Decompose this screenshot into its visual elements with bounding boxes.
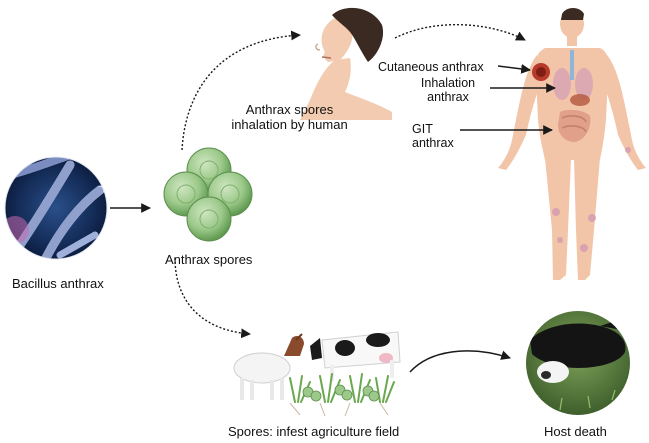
arrow-human-to-body — [394, 24, 526, 41]
flow-arrows — [110, 24, 556, 373]
label-git-anthrax-line2: anthrax — [412, 136, 454, 150]
human-anatomy-icon — [498, 8, 646, 280]
label-inhalation-by-human-line2: inhalation by human — [231, 117, 348, 132]
label-infest-agriculture-field: Spores: infest agriculture field — [228, 424, 400, 439]
label-host-death: Host death — [544, 424, 607, 439]
arrow-spores-to-human — [181, 30, 301, 151]
label-cutaneous-anthrax: Cutaneous anthrax — [378, 60, 484, 74]
label-git-anthrax-line1: GIT — [412, 122, 433, 136]
dead-cow-icon — [526, 311, 630, 415]
human-inhaling-icon — [300, 7, 392, 120]
label-inhalation-by-human: Anthrax spores inhalation by human — [222, 102, 357, 132]
label-inhalation-anthrax-line1: Inhalation — [420, 76, 476, 90]
label-git-anthrax: GIT anthrax — [412, 122, 454, 150]
label-inhalation-by-human-line1: Anthrax spores — [245, 102, 334, 117]
label-anthrax-spores: Anthrax spores — [165, 252, 253, 267]
label-inhalation-anthrax: Inhalation anthrax — [408, 76, 488, 104]
pointer-cutaneous — [497, 64, 531, 74]
arrow-field-to-death — [409, 350, 511, 373]
bacteria-icon — [4, 156, 108, 260]
label-bacillus-anthrax: Bacillus anthrax — [12, 276, 104, 291]
spore-cluster-icon — [163, 147, 253, 242]
goat-cow-grass-icon — [233, 331, 401, 417]
label-inhalation-anthrax-line2: anthrax — [427, 90, 469, 104]
arrow-spores-to-field — [174, 257, 251, 339]
